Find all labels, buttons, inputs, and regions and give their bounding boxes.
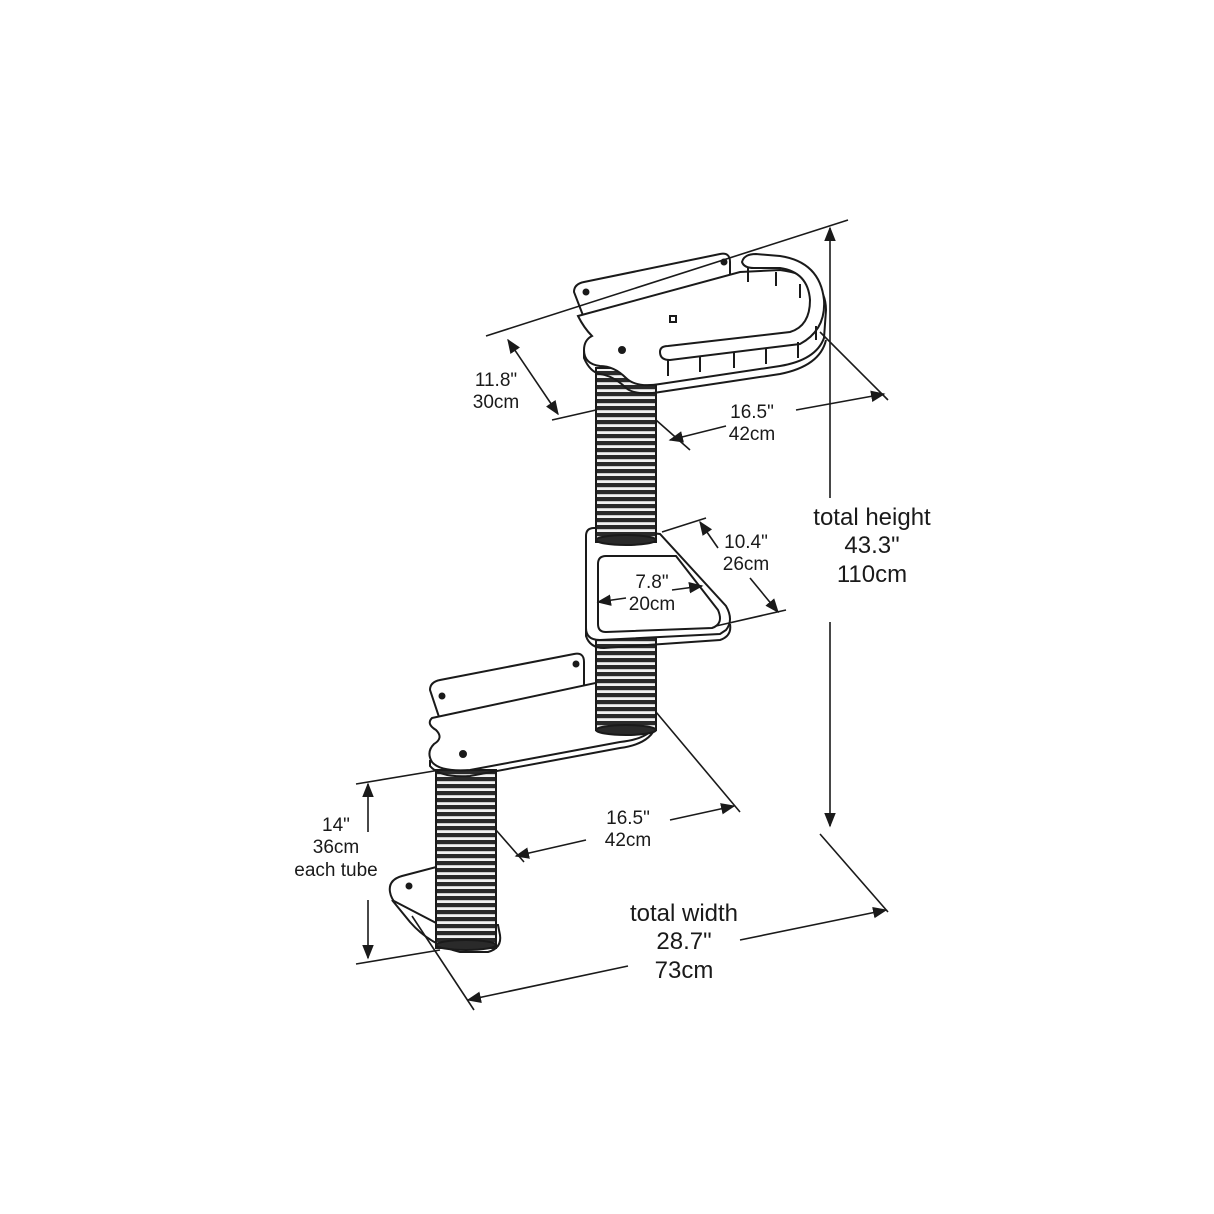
dimension-lines — [355, 219, 889, 1011]
total-height-caption: total height — [813, 504, 931, 531]
top-width-cm: 42cm — [728, 424, 776, 446]
tube-height-inch: 14" — [322, 815, 350, 836]
mid-width-label: 16.5" 42cm — [605, 808, 651, 853]
middle-step-platform — [585, 527, 732, 650]
mid-width-cm: 42cm — [604, 830, 652, 852]
top-width-label: 16.5" 42cm — [729, 402, 775, 447]
top-depth-inch: 11.8" — [474, 370, 518, 391]
top-width-inch: 16.5" — [730, 402, 774, 423]
top-sisal-tube — [595, 367, 657, 546]
step-depth-cm: 26cm — [722, 554, 770, 576]
step-width-inch: 7.8" — [635, 572, 669, 593]
tube-height-label: 14" 36cm each tube — [294, 815, 377, 882]
top-depth-cm: 30cm — [472, 392, 520, 414]
step-depth-label: 10.4" 26cm — [723, 532, 769, 577]
bottom-sisal-tube — [435, 769, 497, 951]
total-height-label: total height 43.3" 110cm — [813, 504, 930, 589]
mid-width-inch: 16.5" — [606, 808, 650, 829]
total-height-inch: 43.3" — [844, 532, 900, 560]
total-width-caption: total width — [629, 900, 739, 927]
total-height-cm: 110cm — [836, 560, 908, 588]
tube-height-note: each tube — [294, 859, 378, 881]
middle-sisal-tube — [595, 629, 657, 736]
total-width-label: total width 28.7" 73cm — [630, 900, 738, 985]
tube-height-cm: 36cm — [312, 837, 360, 859]
total-width-inch: 28.7" — [656, 928, 712, 956]
top-depth-label: 11.8" 30cm — [473, 370, 519, 415]
step-width-label: 7.8" 20cm — [629, 572, 675, 617]
step-depth-inch: 10.4" — [724, 532, 768, 553]
total-width-cm: 73cm — [654, 956, 714, 984]
step-width-cm: 20cm — [628, 594, 676, 616]
